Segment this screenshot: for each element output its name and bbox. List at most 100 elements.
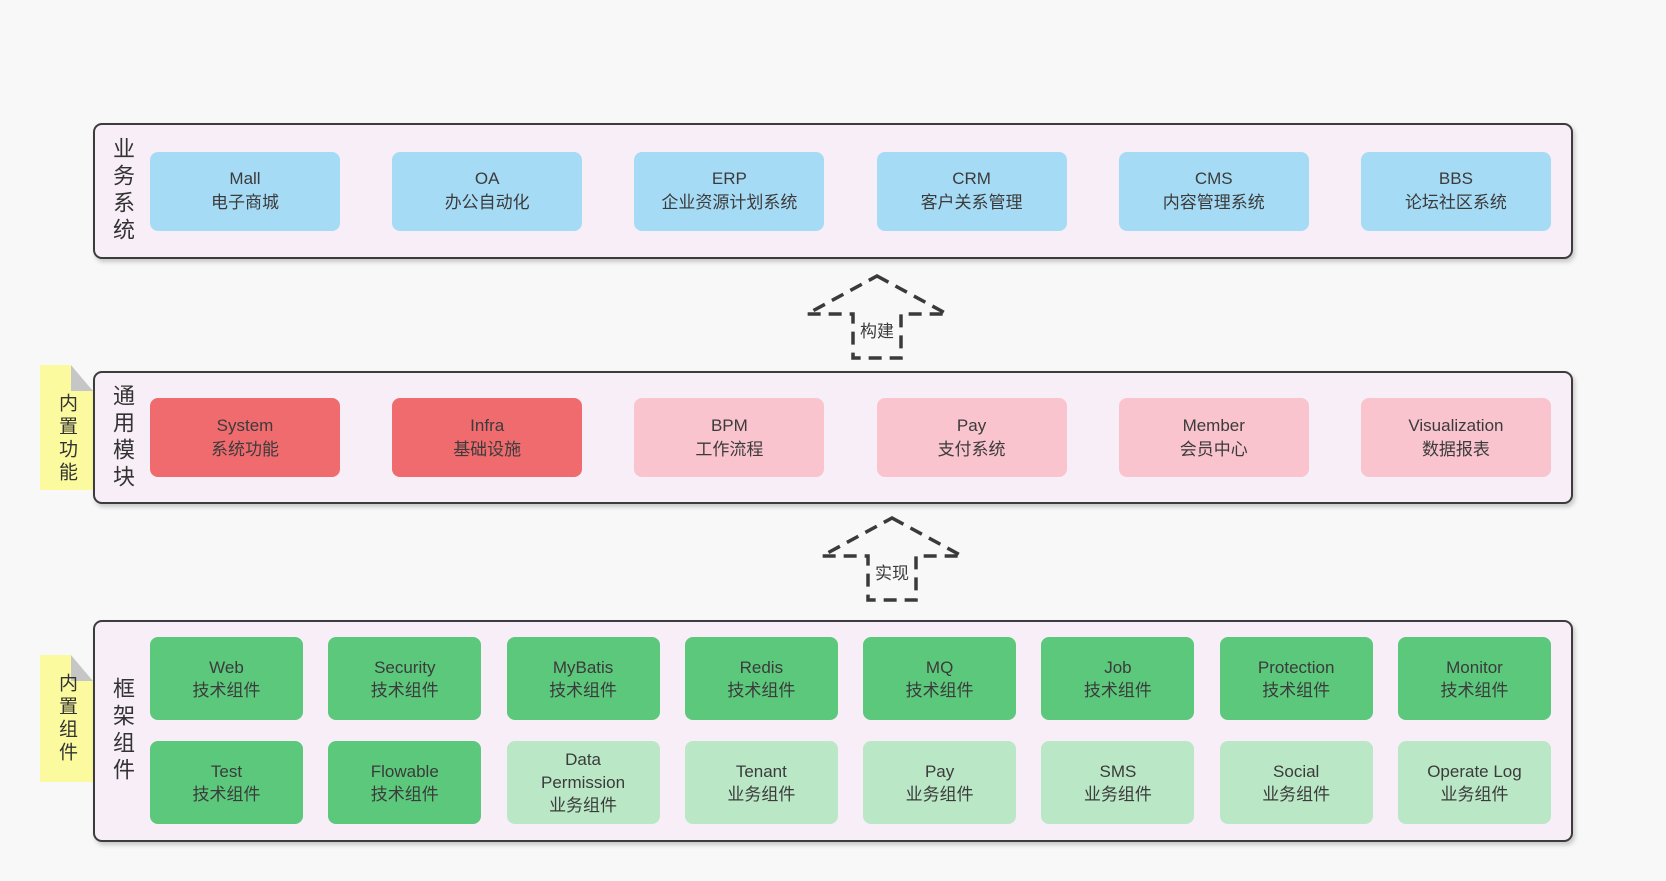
box-protection: Protection 技术组件	[1219, 637, 1373, 720]
up-arrow-icon	[821, 516, 963, 602]
box-subtitle: 技术组件	[1083, 680, 1152, 700]
box-subtitle: 办公自动化	[444, 193, 530, 212]
box-security: Security 技术组件	[328, 637, 482, 720]
band-label: 框架组件	[110, 677, 135, 785]
box-mq: MQ 技术组件	[863, 637, 1017, 720]
tag-built-in-features: 内置功能	[40, 365, 93, 490]
box-system: System 系统功能	[150, 398, 340, 477]
box-subtitle: 内容管理系统	[1162, 193, 1265, 212]
box-pay: Pay 支付系统	[876, 398, 1067, 477]
box-title: BPM	[710, 415, 748, 435]
box-title: Visualization	[1408, 415, 1504, 435]
box-subtitle: 会员中心	[1179, 439, 1248, 459]
band-framework-components: 框架组件 Web 技术组件 Security 技术组件 MyBatis 技术组件…	[93, 620, 1573, 842]
box-bpm: BPM 工作流程	[634, 398, 825, 477]
component-rows: Web 技术组件 Security 技术组件 MyBatis 技术组件 Redi…	[150, 637, 1551, 824]
box-title: Operate Log	[1427, 761, 1522, 781]
box-job: Job 技术组件	[1041, 637, 1195, 720]
box-subtitle: 工作流程	[695, 439, 764, 459]
box-subtitle: 技术组件	[1440, 680, 1509, 700]
box-title: Member	[1182, 415, 1245, 435]
box-data-permission: Data Permission 业务组件	[506, 741, 660, 824]
up-arrow-icon	[806, 274, 948, 360]
box-title: OA	[474, 169, 500, 188]
box-operate-log: Operate Log 业务组件	[1397, 741, 1551, 824]
box-subtitle: 企业资源计划系统	[661, 193, 798, 212]
box-title: Infra	[470, 415, 505, 435]
box-title: Pay	[924, 761, 955, 781]
band-label: 通用模块	[110, 383, 135, 492]
box-erp: ERP 企业资源计划系统	[634, 151, 825, 231]
box-title: SMS	[1099, 761, 1137, 781]
box-subtitle: 数据报表	[1421, 439, 1490, 459]
box-title: Social	[1273, 761, 1320, 781]
tag-text: 内置组件	[56, 673, 77, 765]
box-title: ERP	[711, 169, 747, 188]
box-subtitle: 技术组件	[370, 784, 439, 804]
box-subtitle: 技术组件	[727, 680, 796, 700]
box-title: MyBatis	[552, 657, 614, 677]
box-subtitle: 技术组件	[1262, 680, 1331, 700]
box-title: Web	[209, 657, 244, 677]
box-infra: Infra 基础设施	[392, 398, 583, 477]
box-subtitle: 论坛社区系统	[1404, 193, 1507, 212]
box-title: Redis	[739, 657, 784, 677]
box-title: Security	[374, 657, 436, 677]
box-test: Test 技术组件	[150, 741, 303, 824]
arrow-build: 构建	[797, 272, 957, 364]
tag-built-in-components: 内置组件	[40, 655, 93, 782]
box-subtitle: 业务组件	[549, 796, 618, 815]
band-business-systems: 业务系统 Mall 电子商城 OA 办公自动化 ERP 企业资源计划系统 CRM…	[93, 123, 1573, 259]
box-title: Pay	[956, 415, 987, 435]
folded-corner-icon	[71, 365, 93, 391]
arrow-label: 实现	[875, 564, 909, 583]
box-title: Data Permission	[541, 750, 626, 792]
box-subtitle: 技术组件	[370, 680, 439, 700]
box-subtitle: 系统功能	[211, 439, 279, 459]
tag-text: 内置功能	[56, 393, 77, 485]
box-sms: SMS 业务组件	[1041, 741, 1195, 824]
box-pay-component: Pay 业务组件	[863, 741, 1017, 824]
box-title: CRM	[952, 169, 991, 188]
box-tenant: Tenant 业务组件	[684, 741, 838, 824]
box-title: Tenant	[735, 761, 787, 781]
box-bbs: BBS 论坛社区系统	[1360, 151, 1551, 231]
box-mybatis: MyBatis 技术组件	[506, 637, 660, 720]
box-mall: Mall 电子商城	[150, 151, 340, 231]
box-member: Member 会员中心	[1118, 398, 1309, 477]
module-boxes: System 系统功能 Infra 基础设施 BPM 工作流程 Pay 支付系统…	[150, 373, 1551, 502]
box-subtitle: 业务组件	[1083, 784, 1152, 804]
box-subtitle: 业务组件	[905, 784, 974, 804]
box-subtitle: 客户关系管理	[920, 193, 1023, 212]
box-subtitle: 技术组件	[905, 680, 974, 700]
box-redis: Redis 技术组件	[684, 637, 838, 720]
box-subtitle: 支付系统	[937, 439, 1006, 459]
box-social: Social 业务组件	[1219, 741, 1373, 824]
box-subtitle: 技术组件	[192, 784, 261, 804]
box-subtitle: 业务组件	[1440, 784, 1509, 804]
box-flowable: Flowable 技术组件	[328, 741, 482, 824]
box-cms: CMS 内容管理系统	[1118, 151, 1309, 231]
box-title: Mall	[229, 169, 261, 188]
box-subtitle: 业务组件	[1262, 784, 1331, 804]
box-title: Monitor	[1446, 657, 1503, 677]
box-title: MQ	[925, 657, 954, 677]
box-subtitle: 电子商城	[211, 193, 279, 212]
box-subtitle: 技术组件	[549, 680, 618, 700]
box-title: System	[216, 415, 274, 435]
component-row-2: Test 技术组件 Flowable 技术组件 Data Permission …	[150, 741, 1551, 824]
box-monitor: Monitor 技术组件	[1397, 637, 1551, 720]
box-subtitle: 业务组件	[727, 784, 796, 804]
box-subtitle: 技术组件	[192, 680, 261, 700]
component-row-1: Web 技术组件 Security 技术组件 MyBatis 技术组件 Redi…	[150, 637, 1551, 720]
box-title: Flowable	[370, 761, 439, 781]
arrow-implement: 实现	[812, 514, 972, 606]
box-title: Test	[210, 761, 243, 781]
box-title: Job	[1104, 657, 1132, 677]
box-oa: OA 办公自动化	[392, 151, 583, 231]
box-title: CMS	[1194, 169, 1233, 188]
box-crm: CRM 客户关系管理	[876, 151, 1067, 231]
box-subtitle: 基础设施	[453, 439, 522, 459]
band-label: 业务系统	[110, 137, 135, 245]
